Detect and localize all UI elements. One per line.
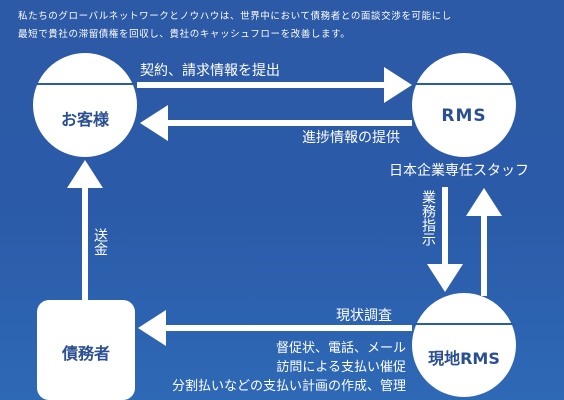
japan-circle	[33, 53, 137, 157]
action-line-1: 督促状、電話、メール	[275, 341, 406, 356]
instructions-label: 業務指示	[420, 190, 436, 246]
arrow-remittance	[67, 160, 103, 300]
contract-label: 契約、請求情報を提出	[140, 63, 280, 79]
japan-name-label: お客様	[60, 110, 109, 129]
hongkong-region-label: 香港	[450, 65, 477, 80]
remittance-label: 送金	[92, 228, 108, 256]
arrow-instructions	[427, 187, 463, 292]
intro-line-2: 最短で貴社の滞留債権を回収し、貴社のキャッシュフローを改善します。	[18, 29, 351, 40]
world-region-label: 世界各国	[437, 304, 490, 319]
world-name-label: 現地RMS	[428, 349, 500, 368]
arrow-report-up	[466, 188, 502, 296]
action-line-2: 訪問による支払い催促	[276, 360, 406, 375]
arrow-contract	[137, 67, 412, 103]
hongkong-name-label: RMS	[441, 106, 487, 126]
arrow-investigation	[138, 310, 412, 346]
world-circle	[412, 293, 516, 397]
debtor-name-label: 債務者	[61, 344, 110, 363]
arrow-progress	[140, 105, 412, 141]
hongkong-circle	[412, 53, 516, 157]
japan-region-label: 日本	[71, 65, 98, 80]
investigation-label: 現状調査	[336, 308, 392, 324]
intro-text: 私たちのグローバルネットワークとノウハウは、世界中において債務者との面談交渉を可…	[18, 8, 548, 44]
progress-label: 進捗情報の提供	[302, 130, 400, 146]
debtor-box	[37, 300, 135, 400]
intro-line-1: 私たちのグローバルネットワークとノウハウは、世界中において債務者との面談交渉を可…	[18, 11, 452, 22]
hongkong-caption: 日本企業専任スタッフ	[389, 163, 529, 179]
action-line-3: 分割払いなどの支払い計画の作成、管理	[171, 379, 406, 394]
